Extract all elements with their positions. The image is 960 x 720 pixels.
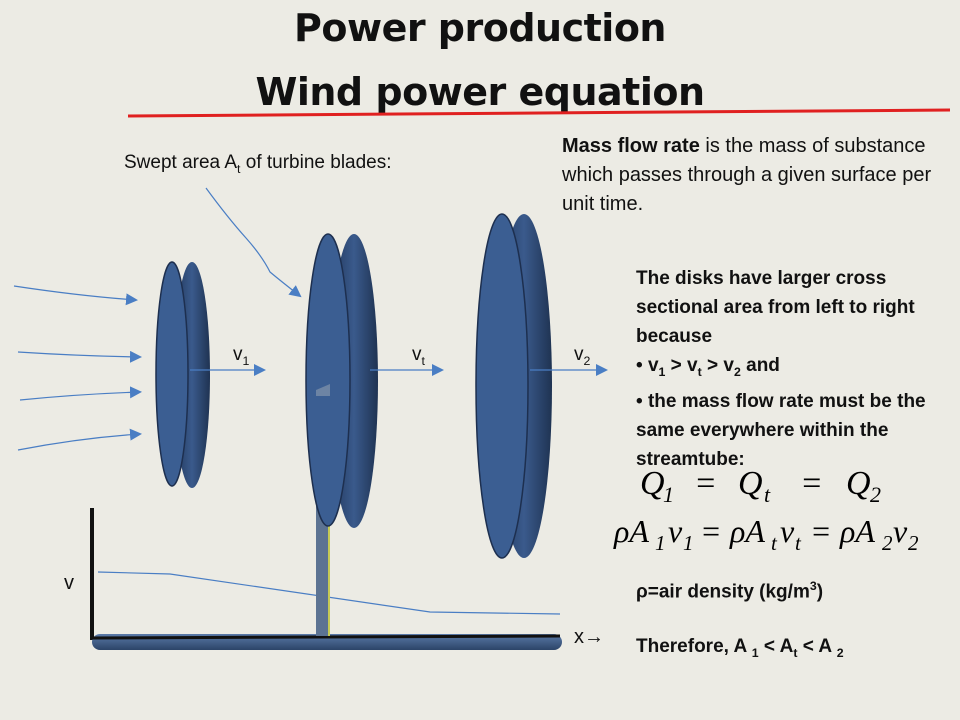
svg-text:ρA: ρA	[729, 513, 765, 549]
svg-text:Q: Q	[640, 465, 665, 502]
conclusion-area-order: Therefore, A 1 < At < A 2	[636, 636, 844, 660]
svg-text:v: v	[893, 513, 908, 549]
velocity-curve	[97, 571, 561, 615]
disk-3	[475, 213, 552, 559]
v1-label: v1	[233, 344, 250, 368]
inflow-arrow-2	[17, 350, 142, 363]
svg-text:t: t	[795, 531, 802, 555]
equation-mass-flow: Q 1 = Q t = Q 2	[640, 465, 881, 507]
svg-text:=: =	[700, 513, 722, 549]
inflow-arrow-4	[17, 428, 142, 451]
svg-text:1: 1	[663, 482, 674, 507]
v2-label: v2	[574, 344, 591, 368]
title-line-2: Wind power equation	[255, 70, 705, 114]
equation-continuity: ρA 1 v 1 = ρA t v t = ρA 2 v 2	[613, 513, 919, 555]
svg-text:Q: Q	[738, 465, 763, 502]
inflow-arrow-1	[13, 285, 138, 306]
inflow-arrow-3	[19, 386, 142, 401]
right-arrow-icon: →	[584, 626, 604, 648]
svg-text:1: 1	[683, 531, 694, 555]
svg-text:=: =	[800, 465, 823, 502]
mass-flow-definition: Mass flow rate is the mass of substance …	[562, 135, 932, 215]
disk-2	[305, 233, 378, 528]
svg-text:v: v	[780, 513, 795, 549]
svg-text:t: t	[771, 531, 778, 555]
swept-area-pointer	[205, 187, 302, 298]
svg-text:2: 2	[882, 531, 893, 555]
svg-text:=: =	[694, 465, 717, 502]
disks-explanation: The disks have larger cross sectional ar…	[636, 264, 956, 474]
svg-text:2: 2	[870, 482, 881, 507]
svg-text:ρA: ρA	[839, 513, 875, 549]
svg-text:2: 2	[908, 531, 919, 555]
svg-text:1: 1	[655, 531, 666, 555]
svg-text:v: v	[668, 513, 683, 549]
bullet-mass-flow: • the mass flow rate must be the same ev…	[636, 390, 926, 470]
svg-text:Q: Q	[846, 465, 871, 502]
svg-text:ρA: ρA	[613, 513, 649, 549]
disk-1	[155, 261, 210, 488]
svg-text:=: =	[810, 513, 832, 549]
title-underline	[127, 108, 951, 118]
x-axis-label: x→	[574, 626, 604, 648]
air-density-note: ρ=air density (kg/m3)	[636, 579, 824, 603]
bullet-velocity-order: • v1 > vt > v2 and	[636, 355, 780, 379]
title-line-1: Power production	[294, 6, 666, 50]
y-axis-label: v	[64, 572, 74, 594]
swept-area-label: Swept area At of turbine blades:	[124, 152, 392, 176]
vt-label: vt	[412, 344, 425, 368]
svg-text:t: t	[764, 482, 771, 507]
